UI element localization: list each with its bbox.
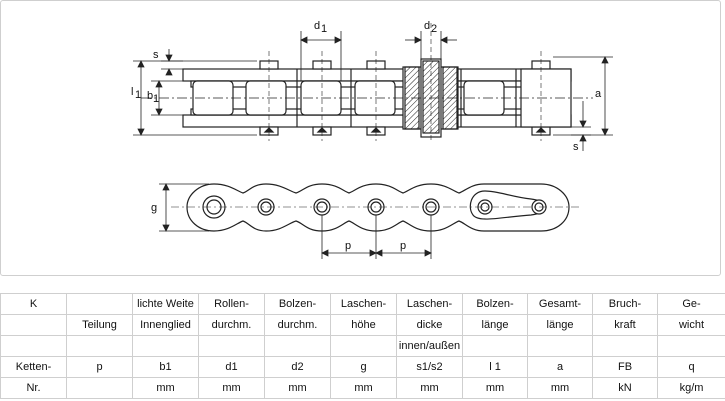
table-cell: mm (198, 377, 265, 399)
table-cell (132, 335, 199, 357)
table-cell (0, 314, 67, 336)
label-g: g (151, 202, 157, 214)
table-cell: p (66, 356, 133, 378)
table-cell: d1 (198, 356, 265, 378)
dimension-s-bottom (571, 101, 591, 151)
table-cell: mm (330, 377, 397, 399)
table-cell: mm (132, 377, 199, 399)
table-cell (657, 335, 725, 357)
table-cell (264, 335, 331, 357)
label-s-top: s (153, 49, 159, 61)
label-b1-sub: 1 (153, 93, 159, 105)
table-cell: Bolzen- (462, 293, 528, 315)
label-d2: d (424, 20, 430, 32)
table-cell: Bolzen- (264, 293, 331, 315)
table-cell: K (0, 293, 67, 315)
table-cell: Nr. (0, 377, 67, 399)
label-l1: l (131, 86, 133, 98)
table-cell: l 1 (462, 356, 528, 378)
table-cell: Laschen- (396, 293, 463, 315)
table-cell: dicke (396, 314, 463, 336)
table-cell: Gesamt- (527, 293, 593, 315)
chain-side-view (186, 183, 570, 232)
label-d2-sub: 2 (431, 23, 437, 35)
table-cell (198, 335, 265, 357)
table-cell: kN (592, 377, 658, 399)
dimension-g (159, 183, 209, 232)
table-cell: höhe (330, 314, 397, 336)
table-cell: Rollen- (198, 293, 265, 315)
table-cell: q (657, 356, 725, 378)
roller-chain-technical-drawing: d 1 d 2 s (131, 20, 613, 259)
label-s-bottom: s (573, 141, 579, 153)
label-d1: d (314, 20, 320, 32)
table-cell: länge (462, 314, 528, 336)
table-cell: b1 (132, 356, 199, 378)
table-cell: kg/m (657, 377, 725, 399)
table-cell: lichte Weite (132, 293, 199, 315)
label-l1-sub: 1 (135, 89, 141, 101)
dimension-l1 (133, 60, 257, 136)
table-cell: g (330, 356, 397, 378)
label-a: a (595, 88, 602, 100)
table-cell: a (527, 356, 593, 378)
label-b1: b (147, 90, 153, 102)
table-cell (462, 335, 528, 357)
table-cell: Teilung (66, 314, 133, 336)
table-cell (66, 293, 133, 315)
table-cell (592, 335, 658, 357)
dimension-p (321, 215, 432, 259)
dimension-b1 (151, 80, 191, 116)
table-cell: kraft (592, 314, 658, 336)
table-cell: durchm. (264, 314, 331, 336)
table-cell: Innenglied (132, 314, 199, 336)
table-cell: innen/außen (396, 335, 463, 357)
table-cell (527, 335, 593, 357)
label-p-right: p (400, 240, 406, 252)
chain-drawing-panel: d 1 d 2 s (0, 0, 721, 276)
table-row: innen/außen (0, 335, 725, 357)
table-cell: Ge- (657, 293, 725, 315)
label-d1-sub: 1 (321, 23, 327, 35)
table-cell: mm (264, 377, 331, 399)
table-cell: mm (527, 377, 593, 399)
table-cell: Ketten- (0, 356, 67, 378)
table-cell: länge (527, 314, 593, 336)
table-cell: s1/s2 (396, 356, 463, 378)
dimension-s-top (161, 49, 183, 76)
table-cell (66, 335, 133, 357)
dimension-d1 (300, 31, 342, 81)
table-cell: wicht (657, 314, 725, 336)
table-cell: mm (462, 377, 528, 399)
table-cell (0, 335, 67, 357)
table-cell: Bruch- (592, 293, 658, 315)
label-p-left: p (345, 240, 351, 252)
table-cell: durchm. (198, 314, 265, 336)
table-cell: Laschen- (330, 293, 397, 315)
table-cell: FB (592, 356, 658, 378)
table-cell: d2 (264, 356, 331, 378)
dimension-d2 (405, 31, 457, 59)
table-cell (330, 335, 397, 357)
table-cell: mm (396, 377, 463, 399)
pin-centerlines (268, 23, 542, 141)
table-cell (66, 377, 133, 399)
